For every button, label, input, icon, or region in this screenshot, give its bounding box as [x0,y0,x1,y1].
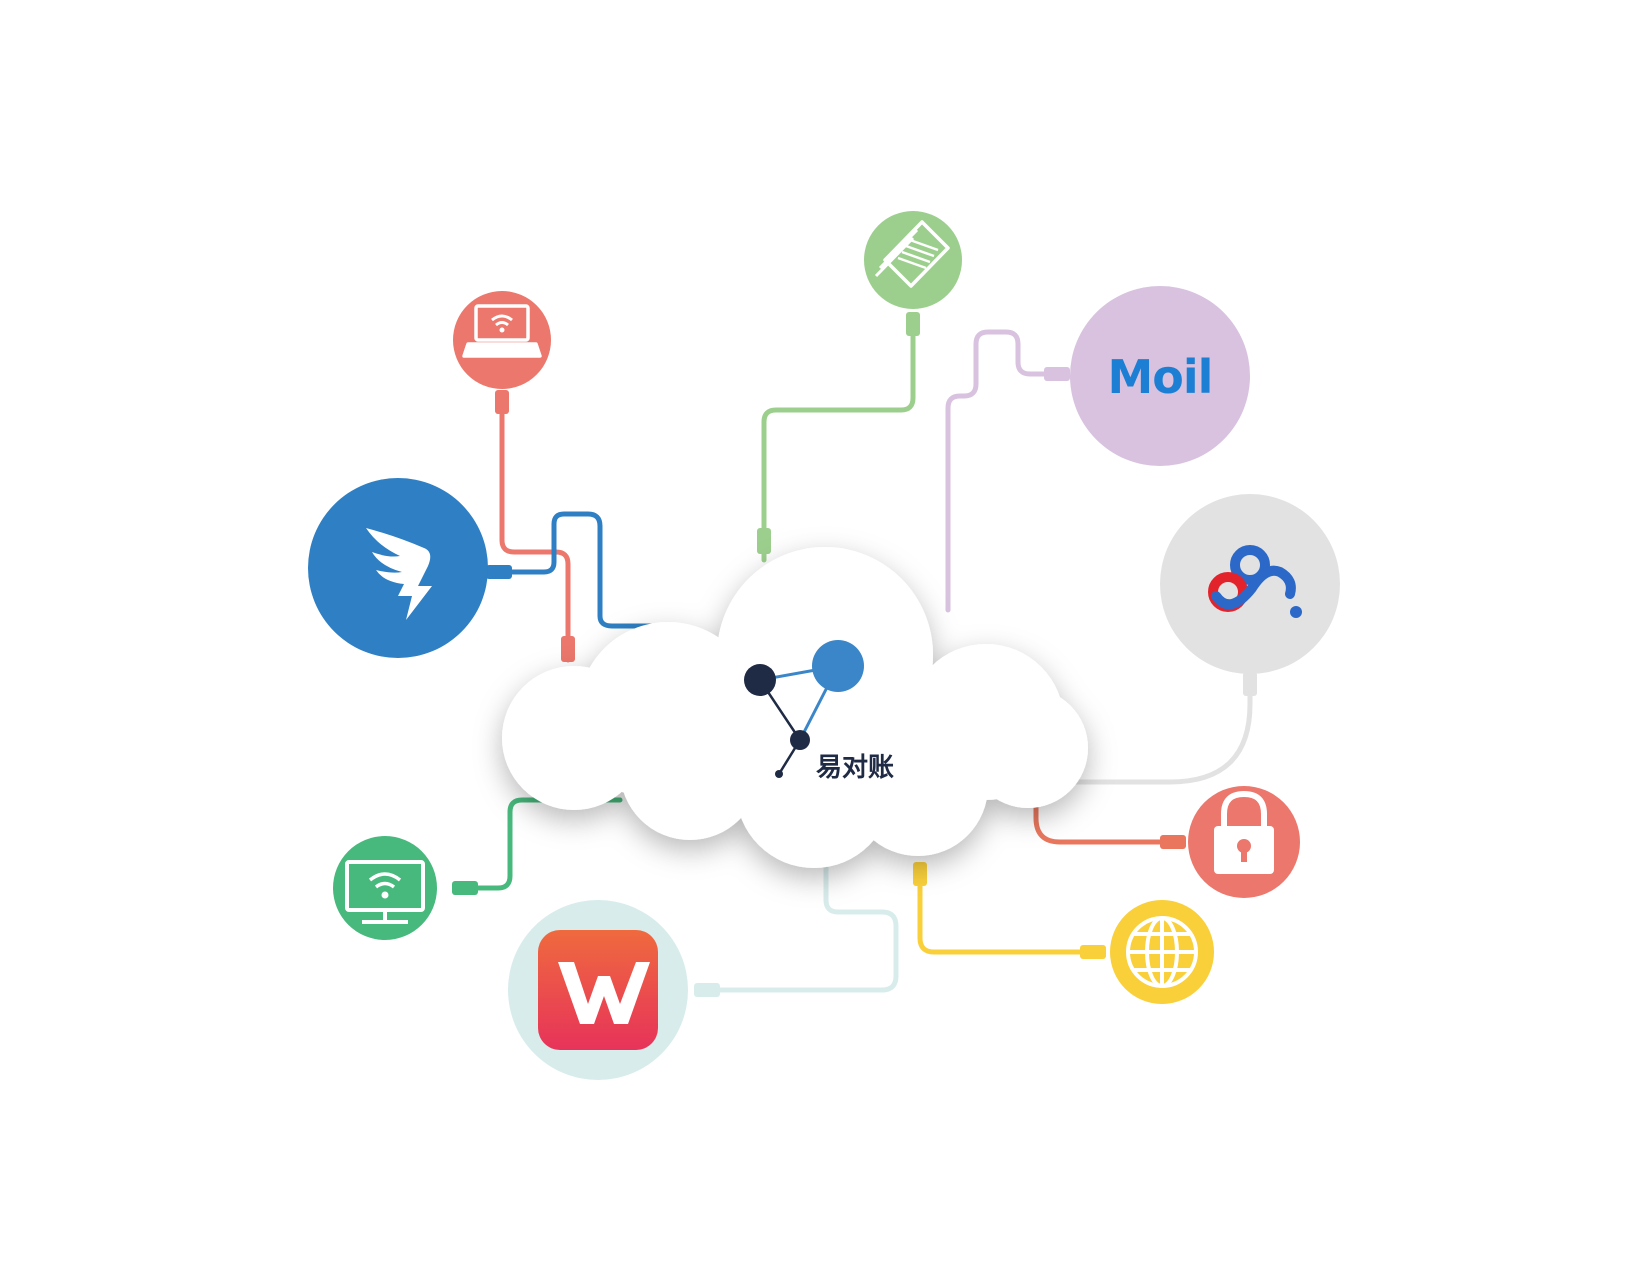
node-globe[interactable] [1110,900,1214,1004]
node-monitor-wifi[interactable] [333,836,437,940]
connector-cables [467,329,1253,993]
plug-document [906,312,920,336]
mail-logo-label: Moil [1108,350,1213,404]
laptop-wifi-icon [462,304,542,358]
plug-mail [1044,367,1070,381]
plug-wps [694,983,720,997]
central-cloud [502,547,1088,868]
cable-monitor [467,797,623,891]
cable-globe [917,877,1091,955]
dingtalk-wing-icon [366,528,432,620]
cable-wps [707,857,899,993]
lock-icon [1214,790,1274,874]
brand-name: 易对账 [816,753,894,783]
brand-logo: 易对账 [744,640,894,783]
plug-document-cloud [757,528,771,554]
cable-baidu [1047,683,1253,785]
plug-baidu [1243,672,1257,696]
network-logo-icon [744,640,864,778]
node-dingtalk[interactable] [308,478,488,658]
cable-dingtalk [507,511,683,629]
plug-dingtalk [486,565,512,579]
cable-lock [1033,797,1171,845]
cable-document [761,329,916,563]
node-laptop-wifi[interactable] [453,291,551,389]
mail-logo-icon: Moil [1108,350,1214,404]
globe-icon [1126,916,1198,988]
cable-plugs [452,312,1257,997]
plug-globe-cloud [913,862,927,886]
plug-laptop-cloud [561,636,575,662]
node-mail[interactable]: Moil [1070,286,1250,466]
plug-globe [1080,945,1106,959]
node-document[interactable] [864,211,962,309]
cable-laptop [499,407,571,663]
plug-monitor [452,881,478,895]
node-baidu-cloud[interactable] [1160,494,1340,674]
plug-laptop [495,390,509,414]
document-icon [874,220,950,288]
wps-office-icon [538,930,658,1050]
node-wps[interactable] [508,900,688,1080]
cable-mail [945,329,1055,613]
plug-lock [1160,835,1186,849]
node-lock[interactable] [1188,786,1300,898]
baidu-cloud-icon [1208,545,1302,618]
monitor-wifi-icon [345,860,425,924]
